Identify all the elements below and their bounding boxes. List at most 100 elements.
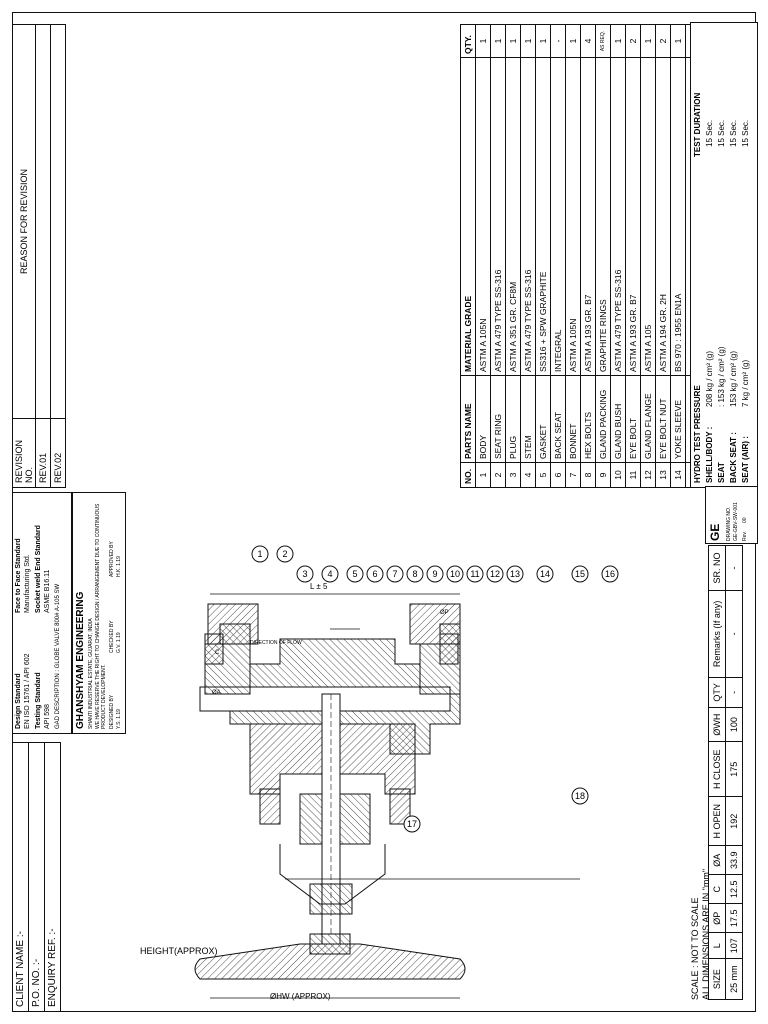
valve-section-drawing: HEIGHT(APPROX) ØHW (APPROX) DIRECTION OF… <box>140 545 619 1001</box>
size-header-c: C <box>708 874 726 904</box>
size-value: - <box>725 545 743 591</box>
part-name: BACK SEAT <box>550 375 566 463</box>
callout-balloon: 9 <box>426 565 444 583</box>
part-name: EYE BOLT NUT <box>655 375 671 463</box>
part-name: BODY <box>475 375 491 463</box>
part-material: ASTM A 193 GR. B7 <box>580 57 596 376</box>
part-material: ASTM A 105 <box>640 57 656 376</box>
design-standard-value: EN ISO 15761 / API 602 <box>24 653 31 730</box>
disclaimer: WE HAVE RESERVE THE RIGHT TO CHANGE DESI… <box>95 503 107 729</box>
size-header-p: ØP <box>708 903 726 933</box>
part-no: 7 <box>565 462 581 488</box>
part-name: GLAND FLANGE <box>640 375 656 463</box>
size-header-wh: ØWH <box>708 707 726 742</box>
balloon-number: 13 <box>510 569 520 579</box>
part-qty: 1 <box>670 24 686 58</box>
shell-duration: 15 Sec. <box>705 119 714 147</box>
part-name: PLUG <box>505 375 521 463</box>
company-name: GHANSHYAM ENGINEERING <box>75 591 86 729</box>
revision-row: REV.02 <box>50 418 66 488</box>
part-qty: 4 <box>580 24 596 58</box>
callout-balloon: 13 <box>506 565 524 583</box>
balloon-number: 4 <box>327 569 332 579</box>
part-qty: 1 <box>610 24 626 58</box>
revision-table: REVISION NO. REASON FOR REVISION REV.01 … <box>12 24 66 488</box>
balloon-number: 9 <box>432 569 437 579</box>
part-no: 3 <box>505 462 521 488</box>
parts-header-no: NO. <box>460 462 476 488</box>
part-material: ASTM A 194 GR. 2H <box>655 57 671 376</box>
part-material: ASTM A 479 TYPE SS-316 <box>490 57 506 376</box>
designed-by-label: DESIGNED BY <box>109 694 115 729</box>
air-seat-label: SEAT (AIR) : <box>741 436 750 483</box>
part-name: YOKE SLEEVE <box>670 375 686 463</box>
callout-balloon: 4 <box>321 565 339 583</box>
part-name: EYE BOLT <box>625 375 641 463</box>
hydro-title: HYDRO TEST PRESSURE <box>693 385 702 483</box>
size-header-sr-no: SR. NO <box>708 545 726 591</box>
hand-wheel <box>194 943 466 980</box>
size-value: 25 mm <box>725 958 743 1000</box>
balloon-number: 17 <box>407 819 417 829</box>
checked-by: G.V. 1.19 <box>116 632 122 653</box>
part-material: ASTM A 351 GR. CF8M <box>505 57 521 376</box>
designed-by: Y.S. 1.19 <box>116 709 122 729</box>
balloon-number: 6 <box>372 569 377 579</box>
seat-label: SEAT <box>717 462 726 483</box>
callout-balloon: 2 <box>276 545 294 563</box>
part-name: STEM <box>520 375 536 463</box>
part-no: 8 <box>580 462 596 488</box>
balloon-number: 8 <box>412 569 417 579</box>
balloon-number: 2 <box>282 549 287 559</box>
size-value: 107 <box>725 932 743 959</box>
callout-balloon: 18 <box>571 787 589 805</box>
callout-balloon: 1 <box>251 545 269 563</box>
part-no: 9 <box>595 462 611 488</box>
size-header-h-close: H CLOSE <box>708 741 726 797</box>
size-header-qty: QTY <box>708 677 726 708</box>
callout-balloon: 17 <box>403 815 421 833</box>
part-no: 6 <box>550 462 566 488</box>
part-no: 12 <box>640 462 656 488</box>
part-qty: 1 <box>565 24 581 58</box>
back-seat-duration: 15 Sec. <box>729 119 738 147</box>
part-qty: 1 <box>475 24 491 58</box>
flow-direction-label: DIRECTION OF FLOW <box>250 640 302 646</box>
hydro-duration-title: TEST DURATION <box>693 92 702 157</box>
callout-balloon: 8 <box>406 565 424 583</box>
rev-label: Rev. <box>742 531 748 541</box>
face-to-face-value: Manufacturing Std. <box>24 554 31 613</box>
revision-no-header: REVISION NO. <box>12 418 36 488</box>
length-label: L ± 5 <box>310 582 328 591</box>
balloon-number: 12 <box>490 569 500 579</box>
balloon-number: 15 <box>575 569 585 579</box>
air-seat-duration: 15 Sec. <box>741 119 750 147</box>
part-material: ASTM A 479 TYPE SS-316 <box>520 57 536 376</box>
part-qty: AS REQ. <box>595 24 611 58</box>
part-qty: 2 <box>625 24 641 58</box>
part-no: 1 <box>475 462 491 488</box>
seat-value: : 153 kg / cm² (g) <box>717 346 726 407</box>
balloon-number: 1 <box>257 549 262 559</box>
part-no: 14 <box>670 462 686 488</box>
part-no: 2 <box>490 462 506 488</box>
height-label: HEIGHT(APPROX) <box>140 946 218 956</box>
part-material: BS 970 : 1955 EN1A <box>670 57 686 376</box>
end-standard-title: Socket weld End Standard <box>35 525 42 613</box>
part-name: GLAND BUSH <box>610 375 626 463</box>
face-to-face-title: Face to Face Standard <box>15 538 22 613</box>
part-no: 4 <box>520 462 536 488</box>
